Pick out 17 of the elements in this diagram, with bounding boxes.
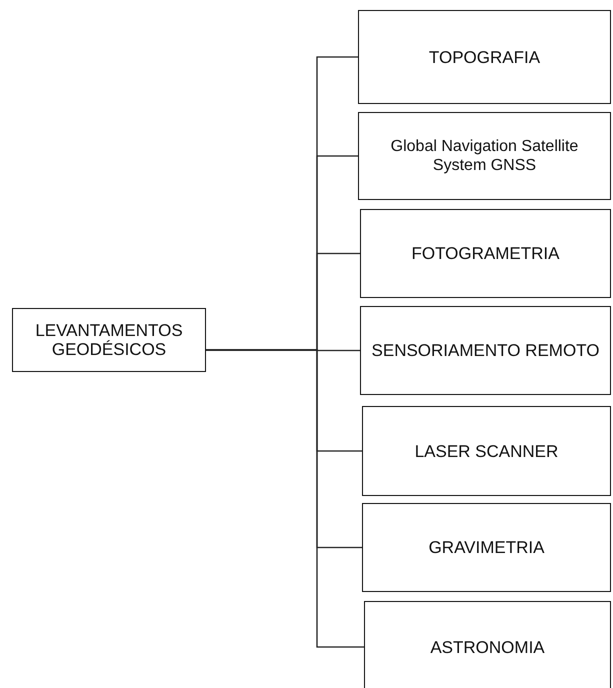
category-box xyxy=(360,306,611,395)
node-label: ASTRONOMIA xyxy=(430,638,545,656)
node-label: LASER SCANNER xyxy=(414,442,558,460)
category-box xyxy=(358,112,611,200)
node-label: GRAVIMETRIA xyxy=(428,538,544,557)
category-box xyxy=(358,10,611,104)
connector-line xyxy=(206,349,364,648)
category-box xyxy=(360,209,611,298)
root-box xyxy=(12,308,206,372)
node-label: FOTOGRAMETRIA xyxy=(412,244,560,263)
node-label: LEVANTAMENTOS GEODÉSICOS xyxy=(34,321,184,359)
node-label: SENSORIAMENTO REMOTO xyxy=(372,341,600,360)
category-box xyxy=(362,503,611,592)
category-box xyxy=(364,601,611,688)
node-label: TOPOGRAFIA xyxy=(428,48,540,66)
node-label: Global Navigation Satellite System GNSS xyxy=(390,137,580,175)
category-box xyxy=(362,406,611,496)
